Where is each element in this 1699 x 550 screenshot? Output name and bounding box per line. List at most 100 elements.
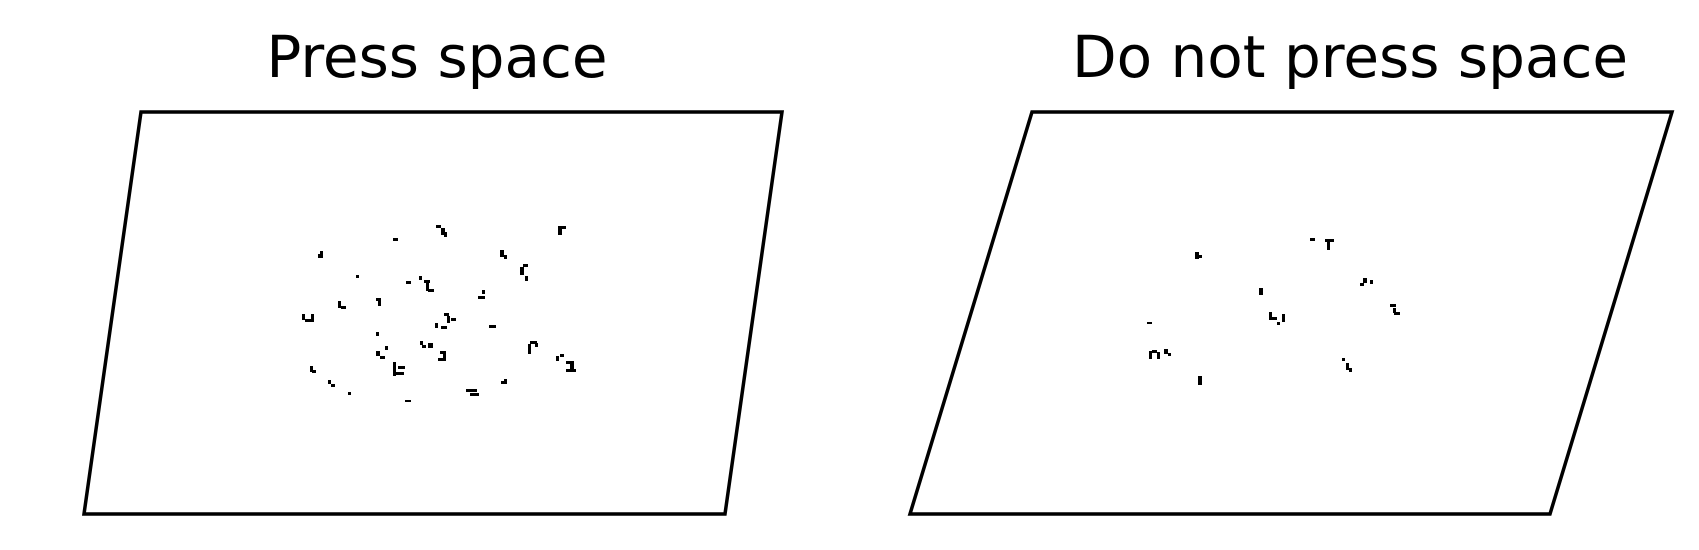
- right-dot-fragment-10: [1393, 308, 1396, 313]
- left-dot-fragment-35: [422, 345, 426, 348]
- left-dot-fragment-25: [302, 314, 305, 320]
- left-dot-fragment-50: [310, 366, 313, 372]
- right-dot-fragment-13: [1269, 312, 1272, 320]
- right-dot-fragment-4: [1325, 239, 1334, 242]
- left-dot-fragment-8: [560, 226, 566, 229]
- right-dot-fragment-26: [1342, 358, 1345, 361]
- left-dot-fragment-29: [447, 316, 450, 323]
- left-dot-fragment-28: [444, 313, 449, 316]
- right-dot-fragment-22: [1168, 353, 1171, 356]
- left-dot-fragment-57: [466, 389, 477, 392]
- press-space-panel: Press space: [81, 23, 785, 516]
- left-dot-fragment-17: [428, 289, 434, 292]
- left-dot-fragment-37: [376, 351, 380, 356]
- right-dot-fragment-21: [1164, 349, 1168, 354]
- right-dot-fragment-1: [1195, 252, 1199, 259]
- left-dot-fragment-64: [385, 346, 388, 350]
- right-dot-fragment-5: [1327, 242, 1330, 250]
- left-dot-fragment-11: [520, 267, 524, 275]
- right-dot-fragment-20: [1157, 352, 1160, 359]
- left-dot-fragment-52: [328, 380, 331, 384]
- left-dot-fragment-16: [426, 283, 429, 291]
- left-dot-fragment-41: [438, 358, 446, 361]
- press-space-title: Press space: [266, 23, 607, 91]
- left-dot-fragment-20: [482, 290, 485, 294]
- left-dot-fragment-7: [558, 226, 562, 235]
- right-dot-fragment-16: [1277, 322, 1280, 325]
- left-dot-fragment-22: [341, 306, 346, 309]
- right-dot-fragments: [1147, 238, 1400, 385]
- left-dot-fragment-23: [376, 298, 381, 301]
- left-dot-fragment-43: [530, 341, 537, 344]
- right-dot-fragment-15: [1282, 314, 1285, 322]
- left-dot-fragment-55: [396, 372, 404, 375]
- right-dot-fragment-18: [1149, 351, 1152, 359]
- right-dot-fragment-25: [1349, 368, 1352, 372]
- right-dot-fragment-24: [1346, 363, 1349, 370]
- left-dot-fragment-13: [525, 276, 528, 281]
- left-dot-fragment-44: [535, 343, 538, 347]
- right-dot-fragment-11: [1394, 312, 1400, 315]
- left-dot-fragment-45: [556, 356, 559, 361]
- right-dot-fragment-9: [1390, 304, 1396, 307]
- left-dot-fragment-54: [393, 362, 396, 376]
- left-dot-fragment-3: [393, 238, 398, 241]
- right-dot-fragment-8: [1370, 280, 1373, 284]
- right-screen-outline: [907, 110, 1675, 516]
- left-dot-fragment-31: [435, 323, 438, 328]
- do-not-press-space-title: Do not press space: [1072, 23, 1628, 91]
- left-dot-fragment-4: [436, 225, 441, 228]
- left-dot-fragment-47: [566, 361, 574, 364]
- left-dot-fragment-9: [500, 250, 504, 257]
- do-not-press-space-panel: Do not press space: [907, 23, 1675, 516]
- left-dot-fragment-53: [331, 384, 335, 387]
- left-dot-fragment-10: [504, 255, 507, 259]
- left-dot-fragment-40: [443, 354, 446, 359]
- right-dot-fragment-19: [1152, 350, 1157, 353]
- left-dot-fragments: [302, 225, 576, 402]
- left-dot-fragment-65: [356, 275, 359, 278]
- left-dot-fragment-6: [444, 232, 447, 237]
- left-dot-fragment-39: [440, 351, 446, 354]
- left-dot-fragment-36: [428, 343, 433, 348]
- right-dot-fragment-17: [1147, 322, 1152, 324]
- left-dot-fragment-32: [441, 326, 447, 329]
- left-dot-fragment-63: [376, 332, 379, 336]
- left-dot-fragment-18: [406, 281, 411, 284]
- right-dot-fragment-6: [1363, 278, 1367, 283]
- left-dot-fragment-24: [378, 301, 381, 306]
- right-dot-fragment-23: [1198, 376, 1202, 385]
- left-dot-fragment-14: [419, 276, 422, 280]
- left-dot-fragment-2: [320, 251, 323, 254]
- left-dot-fragment-51: [312, 370, 316, 373]
- left-dot-fragment-48: [570, 364, 574, 370]
- left-dot-fragment-58: [470, 393, 479, 396]
- left-dot-fragment-1: [318, 254, 323, 258]
- left-dot-fragment-56: [398, 366, 405, 369]
- left-dot-fragment-15: [424, 280, 430, 283]
- left-dot-fragment-42: [528, 344, 531, 354]
- right-dot-fragment-12: [1259, 288, 1263, 295]
- left-dot-fragment-49: [566, 369, 576, 372]
- right-dot-fragment-2: [1198, 255, 1202, 258]
- left-dot-fragment-46: [560, 354, 564, 357]
- left-dot-fragment-33: [489, 325, 496, 328]
- left-dot-fragment-19: [478, 296, 485, 299]
- left-screen-outline: [81, 110, 785, 516]
- left-dot-fragment-38: [380, 356, 385, 359]
- right-dot-fragment-7: [1360, 283, 1364, 286]
- right-dot-fragment-3: [1310, 238, 1315, 241]
- left-dot-fragment-21: [338, 301, 341, 308]
- left-dot-fragment-27: [311, 314, 314, 320]
- left-dot-fragment-12: [523, 264, 528, 267]
- left-dot-fragment-34: [420, 341, 423, 345]
- left-dot-fragment-5: [441, 228, 445, 235]
- left-dot-fragment-59: [501, 381, 507, 384]
- left-dot-fragment-26: [305, 319, 314, 322]
- left-dot-fragment-61: [405, 400, 411, 402]
- right-dot-fragment-14: [1272, 317, 1277, 320]
- left-dot-fragment-62: [348, 392, 351, 395]
- left-dot-fragment-30: [451, 318, 456, 321]
- left-dot-fragment-60: [504, 379, 507, 382]
